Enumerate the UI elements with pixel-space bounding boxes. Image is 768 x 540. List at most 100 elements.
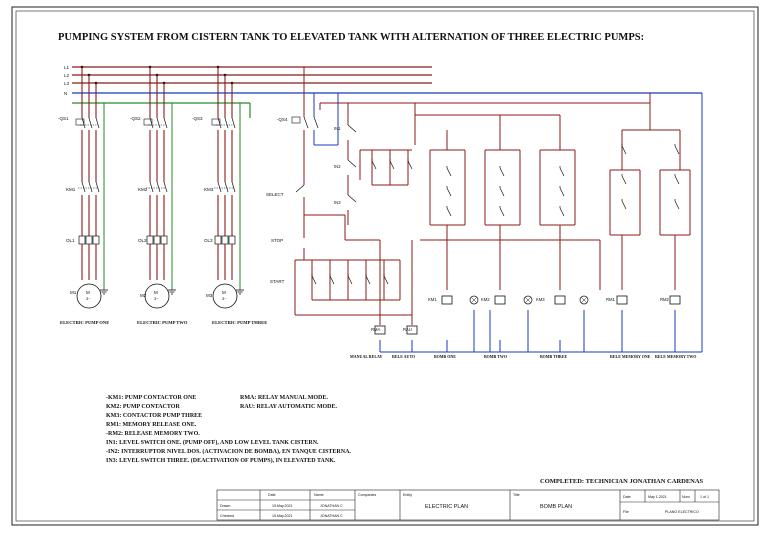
km2-label: KM2 xyxy=(138,187,148,192)
in3-label: IN3 xyxy=(334,200,341,205)
bomb-two-caption: BOMB TWO xyxy=(484,354,507,359)
qs1-label: -QS1 xyxy=(58,116,69,121)
rm2-coil-label: RM2 xyxy=(660,297,670,302)
breaker-contact xyxy=(231,117,236,129)
relay-contact xyxy=(446,187,452,197)
control-labels: -QS4 SELECT STOP START IN1 IN2 IN3 RMA R… xyxy=(266,117,696,359)
breaker-contact xyxy=(95,117,100,129)
motor-symbol xyxy=(144,283,170,309)
km2-coil-label: KM2 xyxy=(481,297,490,302)
tb-num-value: 1 of 1 xyxy=(700,495,709,499)
start-label: START xyxy=(270,279,285,284)
in2-label: IN2 xyxy=(334,164,341,169)
breaker-contact xyxy=(224,117,229,129)
km3-label: KM3 xyxy=(204,187,214,192)
phase-l3-label: L3 xyxy=(64,81,70,86)
contactor-contact xyxy=(88,181,93,193)
overload-element xyxy=(146,235,154,245)
overload-element xyxy=(85,235,93,245)
phase-l2-label: L2 xyxy=(64,73,70,78)
legend-line-7: -IN2: INTERRUPTOR NIVEL DOS. (ACTIVACION… xyxy=(106,448,351,455)
relay-contact xyxy=(559,167,565,177)
manual-relay-caption: MANUAL RELAY xyxy=(350,354,383,359)
relay-contact xyxy=(621,200,627,210)
overload-element xyxy=(160,235,168,245)
relay-contact xyxy=(559,187,565,197)
overload-element xyxy=(78,235,86,245)
legend-right-1: RMA: RELAY MANUAL MODE. xyxy=(240,395,328,401)
bomb-three-caption: BOMB THREE xyxy=(540,354,567,359)
motor-symbol xyxy=(76,283,102,309)
relay-contact xyxy=(347,275,353,285)
ol2-label: OL2 xyxy=(138,238,147,243)
overload-element xyxy=(92,235,100,245)
breaker-contact xyxy=(149,117,154,129)
motor-symbol xyxy=(212,283,238,309)
motor-glyph: M xyxy=(154,290,158,295)
legend-line-1: -KM1: PUMP CONTACTOR ONE xyxy=(106,395,196,401)
km1-label: KM1 xyxy=(66,187,76,192)
pump-labels: -QS1 -QS2 -QS3 KM1 KM2 KM3 OL1 OL2 OL3 M… xyxy=(58,116,267,325)
coil-symbol xyxy=(494,295,506,305)
tb-checked-date: 15.May.2021 xyxy=(272,514,293,518)
contactor-contact xyxy=(217,181,222,193)
overload-element xyxy=(214,235,222,245)
contactor-contact xyxy=(231,181,236,193)
rma-coil-label: RMA xyxy=(371,327,381,332)
legend-line-8: IN3: LEVEL SWITCH THREE. (DEACTIVATION O… xyxy=(106,457,336,464)
overload-element xyxy=(153,235,161,245)
tb-companies-label: Companies xyxy=(358,493,376,497)
motor-phase-glyph: 3~ xyxy=(222,296,227,301)
phase-l1-label: L1 xyxy=(64,65,70,70)
title-block-text: Date Name Drawn 15.May.2021 JONATHAN C C… xyxy=(220,493,709,518)
m3-label: M3 xyxy=(206,293,213,298)
tb-entity-value: ELECTRIC PLAN xyxy=(425,504,468,510)
relay-contact xyxy=(559,207,565,217)
relay-contact xyxy=(446,207,452,217)
sheet-inner-border xyxy=(15,10,755,522)
breaker-contact xyxy=(156,117,161,129)
ol1-label: OL1 xyxy=(66,238,75,243)
relay-contact xyxy=(674,145,680,155)
relay-contact xyxy=(621,145,627,155)
legend-line-3: KM3: CONTACTOR PUMP THREE xyxy=(106,413,202,419)
breaker-contact xyxy=(88,117,93,129)
rau-coil-label: RAU xyxy=(403,327,412,332)
supply-bus: L1 L2 L3 N xyxy=(64,65,702,118)
tb-drawn-name: JONATHAN C xyxy=(320,504,343,508)
contactor-contact xyxy=(81,181,86,193)
tb-checked-label: Checked xyxy=(220,514,234,518)
contact-symbols xyxy=(311,144,680,285)
rele-memory-one-caption: RELE MEMORY ONE xyxy=(610,354,651,359)
contactor-contact xyxy=(163,181,168,193)
coil-symbol xyxy=(616,295,628,305)
qs3-label: -QS3 xyxy=(192,116,203,121)
pump-circuit-1: M3~ xyxy=(75,65,108,309)
tb-date-label: Date xyxy=(623,495,631,499)
page-title: PUMPING SYSTEM FROM CISTERN TANK TO ELEV… xyxy=(58,32,644,43)
relay-contact xyxy=(674,200,680,210)
coil-symbol xyxy=(554,295,566,305)
relay-contact xyxy=(311,275,317,285)
sheet-border xyxy=(11,6,759,526)
relay-contact xyxy=(371,160,377,170)
contactor-contact xyxy=(95,181,100,193)
tb-drawn-date: 15.May.2021 xyxy=(272,504,293,508)
in1-label: IN1 xyxy=(334,126,341,131)
tb-drawn-label: Drawn xyxy=(220,504,230,508)
relay-contact xyxy=(446,167,452,177)
overload-element xyxy=(221,235,229,245)
tb-entity-label: Entity xyxy=(403,493,412,497)
legend-line-4: RM1: MEMORY RELEASE ONE. xyxy=(106,422,197,428)
relay-contact xyxy=(499,207,505,217)
tb-date-value: May 1.2021 xyxy=(648,495,667,499)
relay-contact xyxy=(389,160,395,170)
breaker-contact xyxy=(81,117,86,129)
relay-coils xyxy=(374,295,681,335)
tb-file-label: File xyxy=(623,510,629,514)
coil-symbol xyxy=(374,325,386,335)
motor-glyph: M xyxy=(222,290,226,295)
tb-checked-name: JONATHAN C xyxy=(320,514,343,518)
relay-contact xyxy=(499,187,505,197)
